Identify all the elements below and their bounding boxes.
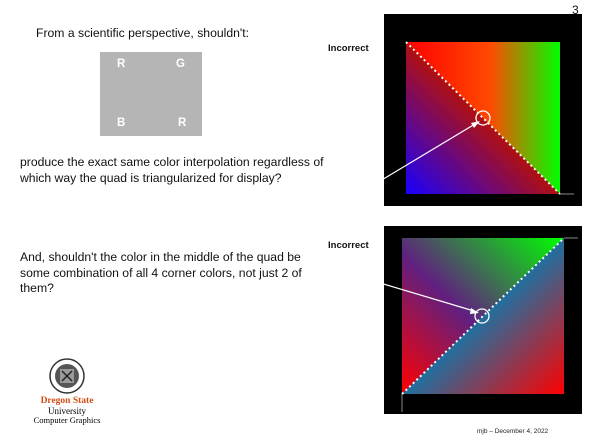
render-panel-bottom: [384, 226, 582, 414]
logo-line-1: Dregon State: [40, 396, 94, 406]
label-incorrect-top: Incorrect: [328, 43, 369, 54]
paragraph-triangulation: produce the exact same color interpolati…: [20, 155, 324, 185]
render-top-svg: [405, 41, 574, 195]
corner-label-bottom-right: R: [178, 117, 187, 129]
render-bottom-svg: [401, 237, 578, 412]
intro-text: From a scientific perspective, shouldn't…: [36, 26, 249, 40]
render-panel-top: [384, 14, 582, 206]
corner-label-bottom-left: B: [117, 117, 126, 129]
label-incorrect-bottom: Incorrect: [328, 240, 369, 251]
center-circle: [475, 110, 491, 126]
logo-line-3: Computer Graphics: [33, 415, 101, 425]
corner-label-top-right: G: [176, 58, 185, 70]
slide-number: 3: [572, 3, 579, 17]
seal-icon: [49, 358, 85, 394]
center-circle: [474, 308, 490, 324]
osu-logo: Dregon State University Computer Graphic…: [22, 357, 118, 433]
paragraph-middle-color: And, shouldn't the color in the middle o…: [20, 250, 302, 295]
logo-line-2: University: [48, 406, 86, 416]
corner-label-top-left: R: [117, 58, 126, 70]
gray-quad: R G B R: [100, 52, 202, 136]
footer-text: mjb – December 4, 2022: [477, 428, 549, 435]
diagonal-line: [405, 41, 561, 195]
